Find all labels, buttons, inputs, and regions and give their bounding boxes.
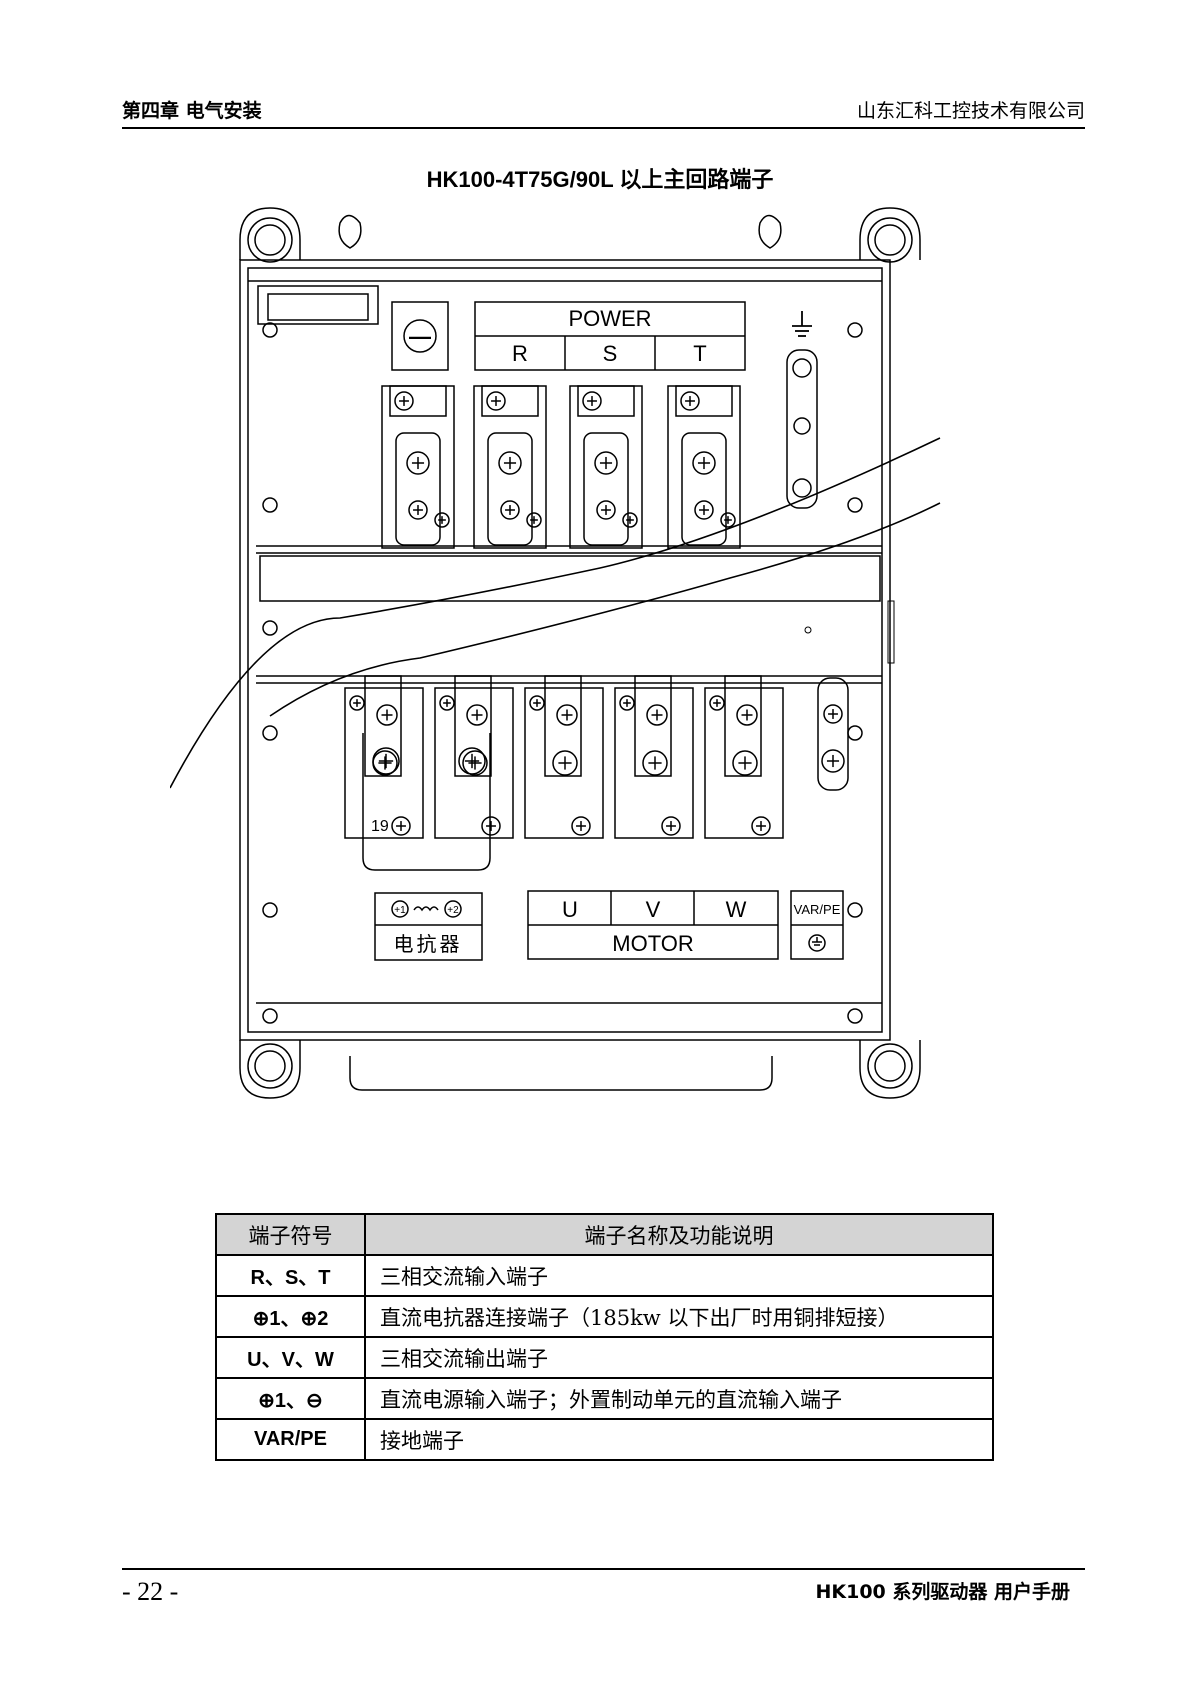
drive-housing xyxy=(239,259,891,1041)
output-terminal-block xyxy=(614,675,694,839)
var-pe-box xyxy=(790,890,844,960)
phase-w: W xyxy=(726,897,747,922)
phase-s: S xyxy=(603,341,618,366)
input-terminal-block xyxy=(381,385,455,549)
table-header-row: 端子符号 端子名称及功能说明 xyxy=(215,1213,994,1256)
phase-r: R xyxy=(512,341,528,366)
ground-bar xyxy=(786,349,818,509)
table-row: VAR/PE 接地端子 xyxy=(215,1418,994,1461)
keyhole-slot-right xyxy=(758,214,782,249)
output-terminal-block xyxy=(344,675,424,839)
terminal-table: 端子符号 端子名称及功能说明 R、S、T 三相交流输入端子 ⊕1、⊕2 直流电抗… xyxy=(215,1213,994,1461)
terminal-description: 直流电源输入端子；外置制动单元的直流输入端子 xyxy=(364,1377,994,1420)
phase-u: U xyxy=(562,897,578,922)
terminal-symbol: VAR/PE xyxy=(215,1418,366,1461)
header-description: 端子名称及功能说明 xyxy=(364,1213,994,1256)
terminal-description: 直流电抗器连接端子（185kw 以下出厂时用铜排短接） xyxy=(364,1295,994,1338)
dc-minus-symbol: — xyxy=(409,324,431,349)
marker-19: 19 xyxy=(371,818,389,835)
output-terminal-block xyxy=(524,675,604,839)
mounting-lug-bottom-right xyxy=(859,1040,921,1099)
terminal-diagram: — POWER R S T 19 +1 + xyxy=(170,207,941,1099)
terminal-symbol: R、S、T xyxy=(215,1254,366,1297)
input-terminal-block xyxy=(473,385,547,549)
reactor-label-box xyxy=(374,892,483,961)
power-label-box xyxy=(474,301,746,371)
var-pe-label: VAR/PE xyxy=(794,902,841,917)
terminal-description: 接地端子 xyxy=(364,1418,994,1461)
table-row: ⊕1、⊖ 直流电源输入端子；外置制动单元的直流输入端子 xyxy=(215,1377,994,1420)
power-label: POWER xyxy=(568,306,651,331)
reactor-link-bar xyxy=(362,733,491,871)
break-lines xyxy=(170,437,941,789)
ground-icon-top xyxy=(792,311,812,337)
phase-t: T xyxy=(693,341,706,366)
input-terminal-block xyxy=(667,385,741,549)
motor-label-box xyxy=(527,890,779,960)
output-terminal-block xyxy=(434,675,514,839)
chapter-title: 第四章 电气安装 xyxy=(122,100,262,122)
page-number: - 22 - xyxy=(122,1577,179,1606)
table-row: U、V、W 三相交流输出端子 xyxy=(215,1336,994,1379)
manual-title: HK100 系列驱动器 用户手册 xyxy=(815,1581,1070,1603)
header-rule xyxy=(122,127,1085,129)
table-row: R、S、T 三相交流输入端子 xyxy=(215,1254,994,1297)
terminal-description: 三相交流输出端子 xyxy=(364,1336,994,1379)
table-row: ⊕1、⊕2 直流电抗器连接端子（185kw 以下出厂时用铜排短接） xyxy=(215,1295,994,1338)
footer-rule xyxy=(122,1568,1085,1570)
terminal-symbol: U、V、W xyxy=(215,1336,366,1379)
phase-v: V xyxy=(646,897,661,922)
terminal-description: 三相交流输入端子 xyxy=(364,1254,994,1297)
dc-minus-box xyxy=(391,301,449,371)
input-terminal-block xyxy=(569,385,643,549)
output-terminal-block xyxy=(704,675,784,839)
mounting-lug-top-left xyxy=(239,207,301,263)
reactor-label: 电抗器 xyxy=(394,932,463,956)
motor-label: MOTOR xyxy=(612,931,693,956)
figure-title: HK100-4T75G/90L 以上主回路端子 xyxy=(426,167,774,192)
company-name: 山东汇科工控技术有限公司 xyxy=(856,100,1085,122)
reactor-plus2: +2 xyxy=(447,905,459,916)
terminal-symbol: ⊕1、⊖ xyxy=(215,1377,366,1420)
reactor-plus1: +1 xyxy=(394,905,406,916)
pe-terminal xyxy=(817,677,849,791)
mounting-lug-top-right xyxy=(859,207,921,263)
terminal-symbol: ⊕1、⊕2 xyxy=(215,1295,366,1338)
mounting-lug-bottom-left xyxy=(239,1040,301,1099)
header-symbol: 端子符号 xyxy=(215,1213,366,1256)
keyhole-slot-left xyxy=(338,214,362,249)
